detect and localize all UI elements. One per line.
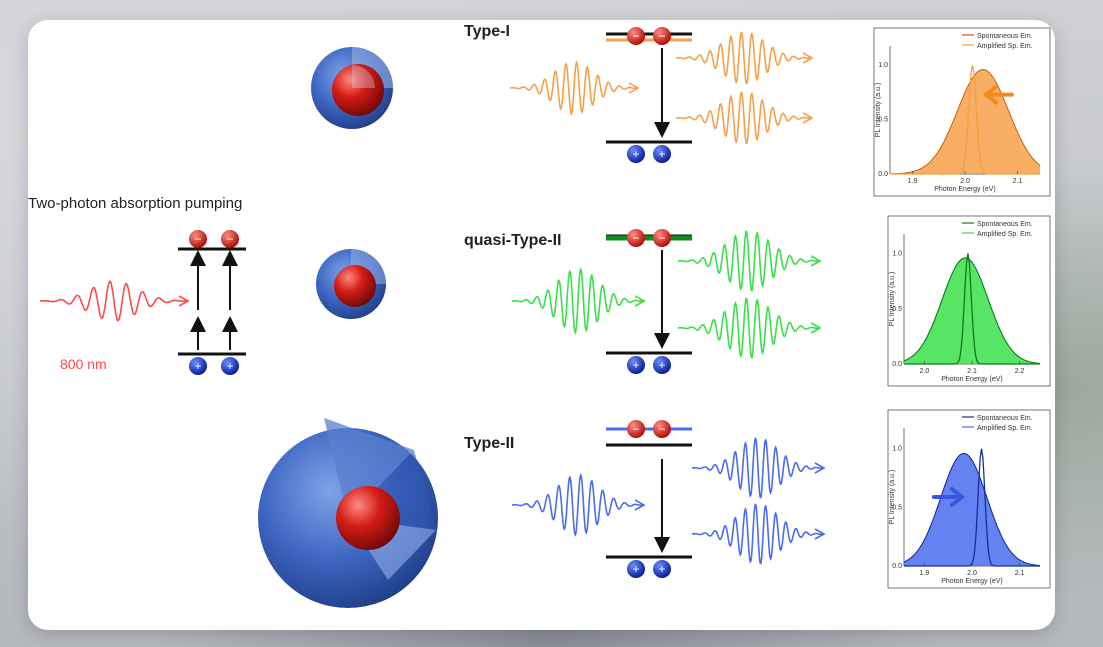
svg-text:−: − bbox=[632, 29, 639, 43]
pump-photon-wave bbox=[40, 280, 190, 322]
electron-icon: − bbox=[221, 230, 239, 248]
core-shell-nanocrystal-thin bbox=[311, 47, 393, 129]
y-tick-label: 0.5 bbox=[892, 306, 902, 313]
pumping-title: Two-photon absorption pumping bbox=[28, 195, 242, 212]
svg-text:+: + bbox=[632, 147, 639, 161]
hole-icon: + bbox=[627, 145, 645, 163]
y-axis-label: PL Intensity (a.u.) bbox=[889, 470, 896, 525]
svg-text:+: + bbox=[632, 358, 639, 372]
svg-text:+: + bbox=[658, 147, 665, 161]
electron-icon: − bbox=[189, 230, 207, 248]
electron-icon: − bbox=[627, 420, 645, 438]
x-tick-label: 1.9 bbox=[920, 570, 930, 577]
spontaneous-emission-curve bbox=[903, 257, 1041, 364]
y-axis-label: PL Intensity (a.u.) bbox=[875, 83, 882, 138]
hole-icon: + bbox=[189, 357, 207, 375]
svg-text:−: − bbox=[632, 231, 639, 245]
core-shell-nanocrystal-thick bbox=[258, 418, 438, 608]
x-tick-label: 2.2 bbox=[1015, 368, 1025, 375]
peak-pointer-arrow bbox=[982, 84, 1014, 105]
y-tick-label: 0.0 bbox=[878, 171, 888, 178]
legend-entry: Spontaneous Em. bbox=[977, 33, 1033, 40]
amplified-wave bbox=[691, 437, 826, 499]
x-tick-label: 2.0 bbox=[967, 570, 977, 577]
legend-entry: Spontaneous Em. bbox=[977, 415, 1033, 422]
pl-spectrum-plot: Spontaneous Em. Amplified Sp. Em. 1.9 2.0 2.… bbox=[887, 409, 1051, 589]
x-tick-label: 2.0 bbox=[920, 368, 930, 375]
pump-wavelength-label: 800 nm bbox=[60, 356, 107, 372]
svg-text:−: − bbox=[226, 232, 233, 246]
svg-text:−: − bbox=[658, 231, 665, 245]
amplified-wave bbox=[675, 31, 814, 85]
y-tick-label: 1.0 bbox=[892, 251, 902, 258]
amplified-wave bbox=[677, 230, 822, 292]
spontaneous-emission-curve bbox=[889, 69, 1041, 175]
y-tick-label: 1.0 bbox=[892, 446, 902, 453]
pumping-energy-diagram: − − + + bbox=[178, 230, 246, 375]
amplified-wave bbox=[675, 91, 814, 145]
legend-entry: Amplified Sp. Em. bbox=[977, 425, 1033, 432]
core-shell-nanocrystal-medium bbox=[316, 249, 386, 319]
hole-icon: + bbox=[627, 560, 645, 578]
legend-entry: Amplified Sp. Em. bbox=[977, 231, 1033, 238]
y-tick-label: 0.5 bbox=[878, 117, 888, 124]
legend-entry: Spontaneous Em. bbox=[977, 221, 1033, 228]
figure-card: Two-photon absorption pumping 800 nm − −… bbox=[28, 20, 1055, 630]
svg-text:+: + bbox=[194, 359, 201, 373]
svg-text:−: − bbox=[194, 232, 201, 246]
svg-text:+: + bbox=[658, 358, 665, 372]
hole-icon: + bbox=[653, 145, 671, 163]
row-quasi-type-ii: quasi-Type-II − − + + Spontaneous Em. Amplifi… bbox=[464, 215, 1051, 387]
x-tick-label: 2.1 bbox=[967, 368, 977, 375]
row-label: Type-II bbox=[464, 435, 514, 452]
pump-wave bbox=[40, 280, 190, 322]
x-tick-label: 2.1 bbox=[1013, 178, 1023, 185]
electron-icon: − bbox=[627, 229, 645, 247]
hole-icon: + bbox=[653, 560, 671, 578]
x-tick-label: 2.1 bbox=[1015, 570, 1025, 577]
svg-text:−: − bbox=[632, 422, 639, 436]
y-tick-label: 0.5 bbox=[892, 504, 902, 511]
spontaneous-emission-curve bbox=[903, 452, 1041, 567]
diagram-canvas: Two-photon absorption pumping 800 nm − −… bbox=[28, 23, 1051, 608]
svg-text:+: + bbox=[658, 562, 665, 576]
y-axis-label: PL Intensity (a.u.) bbox=[889, 272, 896, 327]
electron-icon: − bbox=[653, 229, 671, 247]
amplified-wave bbox=[691, 503, 826, 565]
electron-icon: − bbox=[627, 27, 645, 45]
amplified-emission-curve bbox=[890, 65, 1040, 175]
hole-icon: + bbox=[221, 357, 239, 375]
pl-spectrum-plot: Spontaneous Em. Amplified Sp. Em. 1.9 2.0 2.… bbox=[873, 27, 1051, 197]
row-label: Type-I bbox=[464, 23, 510, 40]
row-type-ii: Type-II − − + + Spontaneous Em. Amplified Sp.… bbox=[464, 409, 1051, 589]
amplified-emission-curve bbox=[904, 253, 1040, 365]
y-tick-label: 0.0 bbox=[892, 563, 902, 570]
x-axis-label: Photon Energy (eV) bbox=[941, 376, 1002, 383]
svg-text:+: + bbox=[226, 359, 233, 373]
peak-pointer-arrow bbox=[931, 487, 966, 507]
incident-wave bbox=[511, 473, 646, 537]
incident-wave bbox=[510, 60, 640, 116]
svg-text:+: + bbox=[632, 562, 639, 576]
row-type-i: Type-I − − + + Spontaneous Em. Amplified Sp. … bbox=[464, 23, 1051, 197]
legend-entry: Amplified Sp. Em. bbox=[977, 43, 1033, 50]
electron-icon: − bbox=[653, 420, 671, 438]
svg-text:−: − bbox=[658, 29, 665, 43]
incident-wave bbox=[511, 266, 646, 336]
electron-icon: − bbox=[653, 27, 671, 45]
amplified-wave bbox=[677, 297, 822, 359]
row-label: quasi-Type-II bbox=[464, 232, 562, 249]
spontaneous-emission-area bbox=[890, 69, 1040, 174]
hole-icon: + bbox=[653, 356, 671, 374]
svg-text:−: − bbox=[658, 422, 665, 436]
y-tick-label: 0.0 bbox=[892, 361, 902, 368]
hole-icon: + bbox=[627, 356, 645, 374]
pl-spectrum-plot: Spontaneous Em. Amplified Sp. Em. 2.0 2.1 2.… bbox=[887, 215, 1051, 387]
x-axis-label: Photon Energy (eV) bbox=[941, 578, 1002, 585]
spontaneous-emission-area bbox=[904, 453, 1040, 566]
y-tick-label: 1.0 bbox=[878, 62, 888, 69]
x-axis-label: Photon Energy (eV) bbox=[934, 186, 995, 193]
x-tick-label: 1.9 bbox=[908, 178, 918, 185]
x-tick-label: 2.0 bbox=[960, 178, 970, 185]
